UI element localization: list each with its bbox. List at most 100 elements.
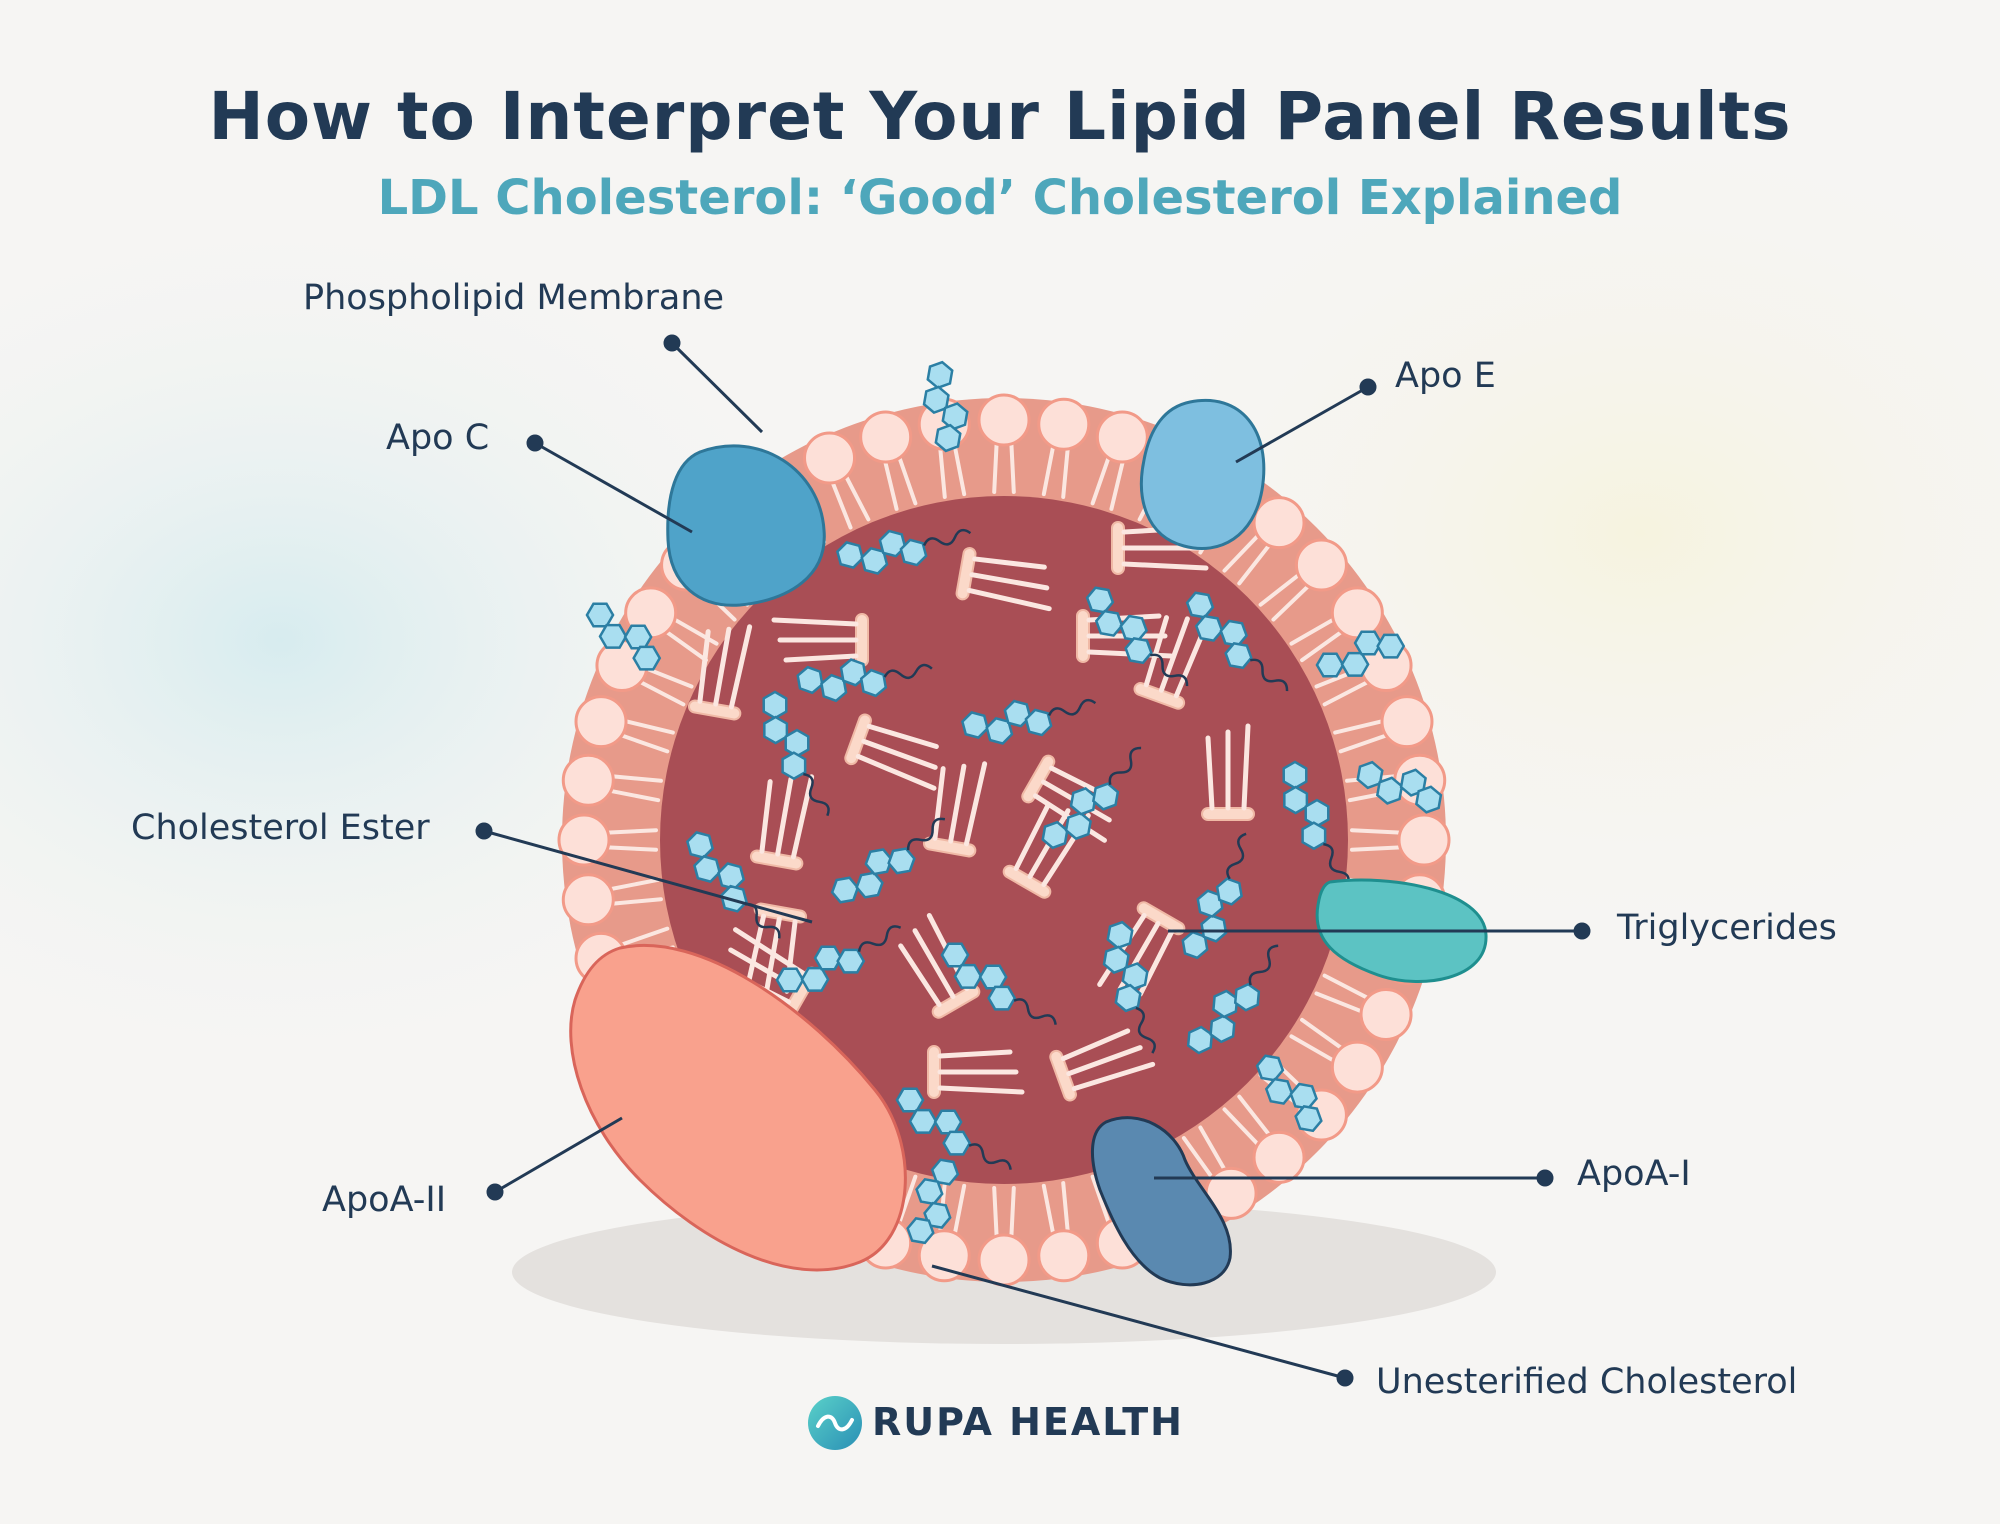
apo-e-protein (1139, 399, 1266, 551)
sterol-ring (781, 751, 807, 781)
sterol-ring (1294, 1104, 1323, 1133)
cholesterol-molecule (830, 817, 946, 904)
phospholipid-head (1330, 1040, 1384, 1094)
fatty-acid-chain (1066, 1045, 1143, 1077)
sterol-ring (1041, 820, 1069, 850)
phospholipid-head (977, 1233, 1031, 1287)
label-apo-e: Apo E (1395, 356, 1496, 396)
sterol-ring (987, 985, 1017, 1011)
sterol-ring (1315, 652, 1345, 678)
sterol-ring (1301, 821, 1327, 851)
leader-apoa-ii (494, 1116, 623, 1194)
sterol-ring (930, 1158, 960, 1186)
leader-dot-apo-c (526, 434, 544, 452)
sterol-ring (1106, 920, 1134, 950)
cholesterol-molecule (1315, 630, 1406, 678)
cholesterol-molecule (1356, 760, 1443, 814)
fatty-acid-chain (759, 779, 773, 854)
sterol-ring (1121, 962, 1149, 991)
sterol-ring (887, 847, 916, 875)
fatty-acid-chain (966, 587, 1052, 612)
sterol-ring (632, 645, 662, 671)
cholesterol-molecule (1041, 746, 1142, 850)
label-phospholipid-membrane: Phospholipid Membrane (303, 278, 725, 318)
sterol-tail (1248, 944, 1279, 986)
sterol-ring (717, 862, 746, 891)
triglyceride-molecule (771, 613, 869, 667)
sterol-ring (1233, 982, 1261, 1012)
sterol-ring (839, 658, 867, 687)
leader-dot-cholesterol-ester (475, 822, 493, 840)
sterol-ring (923, 1201, 952, 1229)
fatty-acid-chain (733, 927, 808, 977)
sterol-ring (1119, 614, 1148, 642)
sterol-tail (803, 772, 830, 817)
cholesterol-molecule (686, 831, 781, 939)
label-apoa-i: ApoA-I (1577, 1154, 1691, 1194)
phospholipid-head (803, 431, 857, 485)
fatty-acid-chain (697, 629, 711, 704)
leader-apo-c (534, 441, 693, 534)
sterol-tail (1250, 658, 1289, 692)
triglyceride-molecule (687, 624, 753, 721)
triglyceride-molecule (955, 546, 1052, 612)
sterol-ring (784, 728, 810, 758)
label-apo-c: Apo C (386, 418, 490, 458)
sterol-tail (1135, 1006, 1156, 1054)
fatty-acid-chain (775, 776, 794, 857)
fatty-acid-chain (937, 1049, 1013, 1059)
shell-cholesterol-molecules (585, 360, 1443, 1245)
sterol-ring (1212, 989, 1239, 1019)
fatty-acid-chain (937, 1085, 1025, 1095)
cholesterol-molecule (961, 698, 1097, 745)
sterol-tail (883, 663, 933, 680)
phospholipid-head (1095, 410, 1149, 464)
triglyceride-molecule (1201, 723, 1255, 821)
sterol-ring (813, 945, 843, 971)
sterol-ring (686, 831, 714, 859)
sterol-ring (1114, 983, 1142, 1013)
sterol-ring (864, 848, 893, 876)
sterol-tail (1226, 832, 1247, 880)
label-apoa-ii: ApoA-II (322, 1180, 447, 1220)
fatty-acid-chain (948, 763, 967, 844)
sterol-ring (941, 402, 969, 431)
fatty-acid-chain (1071, 1061, 1156, 1092)
fatty-acid-chain (1241, 723, 1251, 811)
triglyceride-molecule (1049, 1028, 1156, 1102)
fatty-acid-chain (713, 626, 732, 707)
rupa-logo-icon (808, 1396, 862, 1450)
fatty-acid-chain (969, 572, 1050, 591)
phospholipid-head (1037, 1229, 1091, 1283)
cholesterol-molecule (906, 1158, 960, 1245)
sterol-tail (1150, 653, 1189, 687)
cholesterol-molecule (1102, 920, 1156, 1054)
sterol-ring (933, 1109, 963, 1135)
sterol-ring (1003, 699, 1032, 728)
phospholipid-head (557, 813, 611, 867)
sterol-ring (1304, 798, 1330, 828)
sterol-tail (968, 1143, 1012, 1170)
sterol-ring (830, 876, 860, 904)
sterol-ring (1215, 877, 1243, 906)
sterol-ring (1069, 787, 1097, 816)
sterol-tail (1108, 746, 1142, 785)
triglyceride-molecule (844, 713, 939, 791)
sterol-ring (1091, 782, 1120, 811)
sterol-ring (1376, 633, 1406, 659)
sterol-ring (796, 665, 824, 695)
cholesterol-molecule (775, 925, 902, 993)
phospholipid-head (977, 393, 1031, 447)
phospholipid-head (1037, 397, 1091, 451)
sterol-ring (1356, 760, 1384, 790)
sterol-ring (926, 360, 954, 390)
sterol-ring (1415, 785, 1443, 814)
fatty-acid-chain (866, 723, 939, 750)
leader-unesterified (931, 1264, 1346, 1380)
leader-cholesterol-ester (483, 829, 813, 924)
sterol-ring (1124, 636, 1153, 665)
fatty-acid-chain (728, 624, 753, 710)
triglyceride-molecule (749, 774, 815, 871)
phospholipid-head (1397, 813, 1451, 867)
sterol-ring (1196, 889, 1224, 918)
